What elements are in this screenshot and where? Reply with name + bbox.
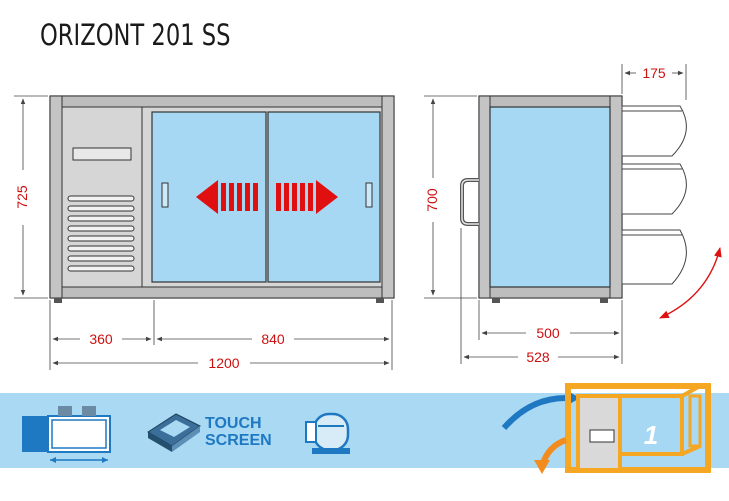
label-depth-total: 528 — [526, 349, 550, 365]
badge-number: 1 — [644, 420, 658, 450]
label-width-total: 1200 — [208, 355, 239, 371]
dimension-height-front: 725 — [14, 95, 48, 299]
front-left-post — [49, 95, 63, 299]
front-right-post — [381, 95, 395, 299]
door-opening-arrows-icon: 1 — [501, 383, 711, 474]
label-door-depth: 175 — [642, 65, 666, 81]
cabinet-dimension-icon — [22, 406, 111, 463]
front-bottom-rail — [49, 286, 395, 299]
opening-direction-arrow-icon — [659, 247, 722, 319]
side-view — [460, 95, 722, 319]
door-handle-right — [365, 182, 373, 208]
sliding-arrows-icon — [196, 180, 338, 214]
foot-right — [376, 298, 384, 303]
opening-tray-swing — [621, 105, 687, 285]
foot-left — [54, 298, 62, 303]
side-foot-rear — [492, 298, 500, 303]
side-bottom-rail — [478, 286, 623, 299]
feature-icons: 1 — [22, 383, 711, 474]
side-glass-panel — [489, 106, 611, 288]
vent-grille — [67, 195, 135, 272]
rear-handle — [460, 178, 479, 226]
front-view — [49, 95, 395, 303]
label-width-left: 360 — [89, 331, 113, 347]
label-height-side: 700 — [424, 188, 440, 212]
label-width-right: 840 — [261, 331, 285, 347]
touch-label-line1: TOUCH — [205, 415, 262, 432]
label-height-front: 725 — [14, 185, 30, 209]
dimension-width-front: 360 840 1200 — [49, 300, 393, 371]
touch-label-line2: SCREEN — [205, 432, 272, 449]
product-title: ORIZONT 201 SS — [40, 18, 231, 52]
controller-display — [72, 147, 132, 161]
label-depth-inner: 500 — [536, 325, 560, 341]
side-rear-post — [478, 95, 491, 299]
front-top-rail — [49, 95, 395, 108]
compressor-icon — [305, 412, 350, 454]
dimension-height-side: 700 — [424, 95, 477, 299]
side-foot-front — [600, 298, 608, 303]
touch-screen-label: TOUCH SCREEN — [205, 415, 272, 449]
side-top-rail — [478, 95, 623, 108]
dimension-depth-side: 500 528 — [460, 228, 623, 365]
dimension-door-depth: 175 — [621, 64, 687, 100]
touch-screen-controller-icon — [147, 413, 201, 452]
side-front-post — [609, 95, 623, 299]
rear-handle-highlight — [461, 179, 479, 225]
door-handle-left — [161, 182, 169, 208]
